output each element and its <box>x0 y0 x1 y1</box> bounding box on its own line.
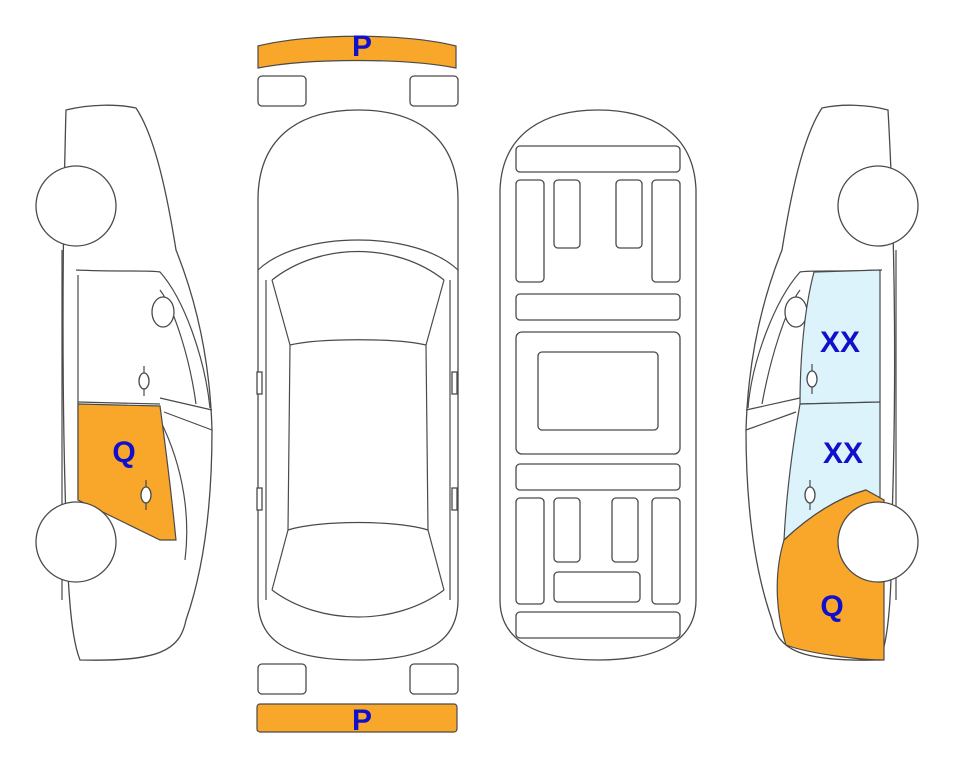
top-right-mirror <box>451 371 458 395</box>
left-side-view: Q <box>35 104 213 661</box>
right-front-door-label: XX <box>820 326 860 359</box>
rear-bumper-panel <box>256 703 458 733</box>
left-rear-door-label: Q <box>112 436 135 469</box>
right-side-view: XX XX Q <box>745 104 919 661</box>
top-windshield-front <box>271 251 445 281</box>
under-center-panel <box>537 351 659 431</box>
right-rear-door-label: XX <box>823 437 863 470</box>
right-rear-quarter-label: Q <box>820 590 843 623</box>
left-lower-window <box>159 419 188 561</box>
rear-bumper-label: P <box>352 704 372 737</box>
left-sill-line <box>159 397 213 411</box>
under-rear-right-bar <box>611 497 639 563</box>
top-left-handle <box>256 487 263 511</box>
under-rear-left-bar <box>553 497 581 563</box>
top-right-handle <box>451 487 458 511</box>
left-front-door-handle <box>138 366 150 396</box>
top-right-pillar <box>425 279 445 591</box>
front-bumper-panel <box>257 35 457 69</box>
left-door-line <box>77 401 161 405</box>
front-bumper-label: P <box>352 30 372 63</box>
right-rear-wheel <box>837 501 919 583</box>
top-left-mirror <box>256 371 263 395</box>
left-windshield-line <box>75 269 211 409</box>
underbody-view <box>499 109 697 661</box>
top-hood-line <box>257 239 459 271</box>
left-rear-wheel <box>35 501 117 583</box>
top-left-pillar <box>271 279 291 591</box>
right-front-door-handle <box>806 364 818 394</box>
right-front-wheel <box>837 165 919 247</box>
top-rear-window <box>271 589 445 618</box>
top-car-body <box>257 109 459 661</box>
under-front-left-bar <box>553 179 581 249</box>
rear-right-light <box>409 663 459 695</box>
left-rear-door-handle <box>140 480 152 510</box>
under-mid-crossmember <box>515 293 681 321</box>
left-front-wheel <box>35 165 117 247</box>
top-view: P P <box>256 30 459 737</box>
under-rear-crossmember <box>515 463 681 491</box>
under-rear-crossmember-2 <box>515 611 681 639</box>
left-sill-line-2 <box>163 411 213 431</box>
right-sill-line-2 <box>745 411 797 431</box>
left-mirror <box>151 296 175 328</box>
right-mirror <box>784 296 808 328</box>
rear-left-light <box>257 663 307 695</box>
under-rear-center-plate <box>553 571 641 603</box>
right-sill-line <box>745 397 801 411</box>
under-front-right-rail <box>651 179 681 283</box>
front-right-light <box>409 75 459 107</box>
left-rear-door-panel <box>77 403 177 541</box>
front-left-light <box>257 75 307 107</box>
under-front-crossmember <box>515 145 681 173</box>
under-front-left-rail <box>515 179 545 283</box>
under-front-right-bar <box>615 179 643 249</box>
under-rear-right-rail <box>651 497 681 605</box>
under-rear-left-rail <box>515 497 545 605</box>
right-rear-door-handle <box>804 480 816 510</box>
